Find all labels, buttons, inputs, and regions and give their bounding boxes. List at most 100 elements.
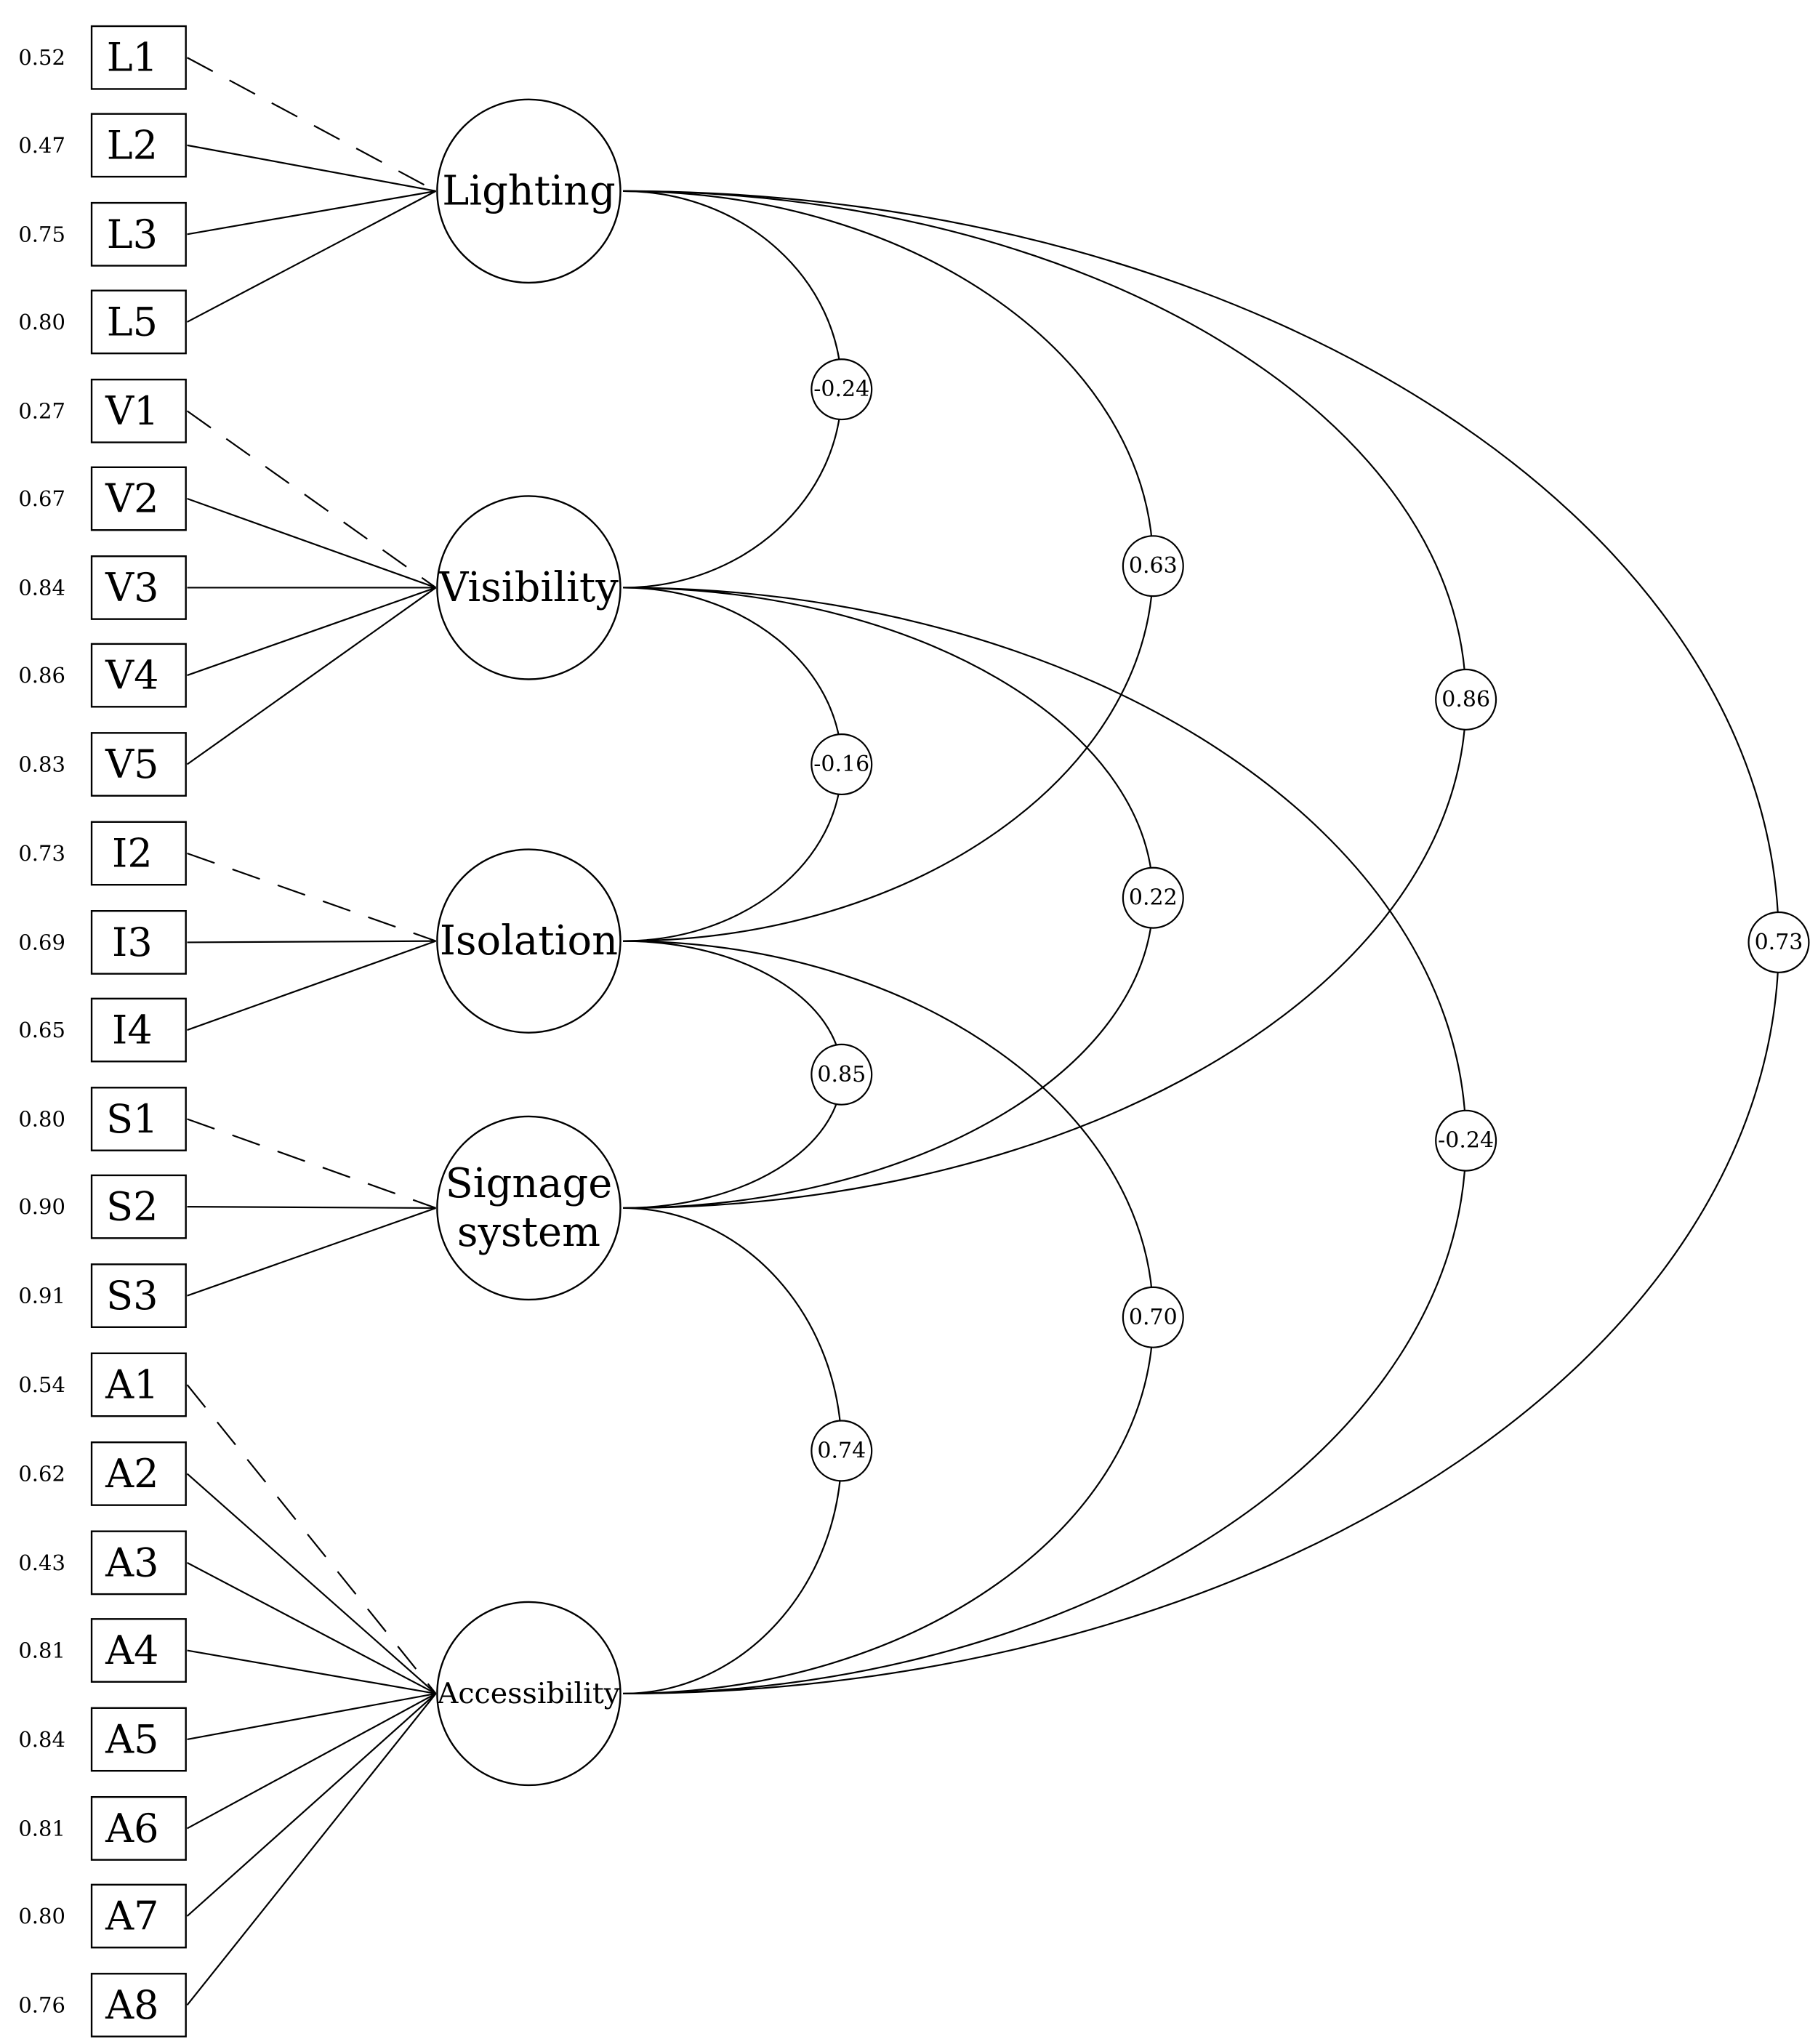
factor-label: Lighting xyxy=(442,167,615,214)
factor-nodes: LightingVisibilityIsolationSignagesystem… xyxy=(436,98,622,1787)
loading-value: 0.69 xyxy=(18,930,65,954)
indicator-box xyxy=(90,1352,187,1417)
indicator-label: V1 xyxy=(105,388,158,434)
indicator-box xyxy=(90,997,187,1063)
indicator-v1: V10.27 xyxy=(18,378,187,443)
indicator-box xyxy=(90,1618,187,1683)
correlation-arc-lighting-visibility xyxy=(623,190,842,589)
indicator-box xyxy=(90,910,187,975)
indicator-box xyxy=(90,1795,187,1861)
correlation-arc-lighting-signage xyxy=(623,190,1467,1210)
loading-path-a3 xyxy=(186,1561,437,1694)
indicator-box xyxy=(90,732,187,797)
loading-value: 0.73 xyxy=(18,841,65,866)
indicator-label: L5 xyxy=(107,299,158,345)
indicator-label: I3 xyxy=(112,920,153,965)
indicator-label: V4 xyxy=(105,653,158,699)
indicator-a4: A40.81 xyxy=(18,1618,187,1683)
loading-path-v2 xyxy=(187,497,436,589)
indicator-label: S1 xyxy=(106,1096,158,1142)
indicator-a1: A10.54 xyxy=(18,1352,187,1417)
indicator-label: A3 xyxy=(105,1540,158,1585)
indicator-label: A7 xyxy=(105,1894,158,1939)
loading-path-a5 xyxy=(187,1692,436,1741)
indicator-box xyxy=(90,643,187,708)
loading-path-l5 xyxy=(186,190,437,323)
loading-path-i3 xyxy=(187,940,436,943)
correlation-badge xyxy=(1435,668,1497,731)
indicator-box xyxy=(90,821,187,886)
correlation-isolation-accessibility: 0.70 xyxy=(1122,1286,1184,1348)
correlation-value: 0.22 xyxy=(1129,885,1178,911)
factor-label: Accessibility xyxy=(437,1677,621,1710)
loading-value: 0.80 xyxy=(18,1106,65,1131)
correlation-visibility-signage: 0.22 xyxy=(1122,866,1184,929)
loading-path-a1 xyxy=(186,1384,437,1694)
correlation-lighting-visibility: -0.24 xyxy=(811,358,873,421)
loading-path-l1 xyxy=(186,57,437,192)
correlation-signage-accessibility: 0.74 xyxy=(811,1420,873,1482)
correlation-arc-visibility-isolation xyxy=(623,587,842,942)
loading-value: 0.81 xyxy=(18,1816,65,1840)
indicator-label: I2 xyxy=(112,830,153,876)
indicator-label: A4 xyxy=(105,1627,158,1673)
loading-value: 0.52 xyxy=(18,45,65,70)
factor-circle xyxy=(436,98,622,284)
indicator-box xyxy=(90,113,187,178)
correlation-value: -0.24 xyxy=(1438,1128,1494,1154)
loading-value: 0.84 xyxy=(18,575,65,600)
indicator-box xyxy=(90,1707,187,1772)
factor-lighting: Lighting xyxy=(436,98,622,284)
factor-label: Signage xyxy=(446,1160,613,1207)
indicator-label: V3 xyxy=(105,565,158,611)
loading-path-a4 xyxy=(187,1649,436,1695)
loading-path-a2 xyxy=(186,1473,437,1694)
indicator-i2: I2 0.73 xyxy=(18,821,187,886)
loading-value: 0.75 xyxy=(18,222,65,246)
indicator-label: V5 xyxy=(105,741,158,787)
loading-path-v1 xyxy=(186,410,437,589)
loading-paths xyxy=(186,57,437,2006)
correlation-value: 0.70 xyxy=(1129,1305,1178,1330)
correlation-badge xyxy=(1747,911,1810,973)
indicator-box xyxy=(90,1883,187,1949)
correlation-arc-visibility-signage xyxy=(623,587,1154,1210)
correlation-badge xyxy=(1435,1109,1497,1172)
loading-value: 0.83 xyxy=(18,752,65,777)
correlation-lighting-accessibility: 0.73 xyxy=(1747,911,1810,973)
indicator-label: A8 xyxy=(105,1982,158,2028)
indicator-a2: A20.62 xyxy=(18,1441,187,1506)
loading-path-l2 xyxy=(187,144,436,192)
indicator-box xyxy=(90,1441,187,1506)
loading-value: 0.54 xyxy=(18,1372,65,1397)
indicator-a8: A8 0.76 xyxy=(18,1973,187,2037)
factor-visibility: Visibility xyxy=(436,495,622,680)
loading-path-i2 xyxy=(187,852,436,942)
indicator-box xyxy=(90,289,187,355)
indicator-s3: S3 0.91 xyxy=(18,1263,187,1328)
indicator-v5: V5 0.83 xyxy=(18,732,187,797)
indicator-label: S3 xyxy=(106,1273,158,1319)
correlation-arc-isolation-signage xyxy=(623,940,842,1210)
correlation-badge xyxy=(811,733,873,796)
correlation-value: 0.73 xyxy=(1755,930,1803,955)
correlation-lighting-isolation: 0.63 xyxy=(1122,535,1184,597)
indicator-l2: L20.47 xyxy=(18,113,187,178)
loading-value: 0.91 xyxy=(18,1284,65,1308)
loading-value: 0.47 xyxy=(18,133,65,158)
loading-value: 0.84 xyxy=(18,1727,65,1752)
factor-accessibility: Accessibility xyxy=(436,1601,622,1787)
factor-circle xyxy=(436,1115,622,1301)
factor-label: Isolation xyxy=(440,917,618,965)
indicator-box xyxy=(90,1530,187,1596)
loading-path-i4 xyxy=(187,940,436,1031)
indicator-box xyxy=(90,1263,187,1328)
loading-path-s2 xyxy=(187,1206,436,1210)
loading-path-l3 xyxy=(187,190,436,236)
factor-circle xyxy=(436,848,622,1034)
loading-value: 0.76 xyxy=(18,1992,65,2017)
indicator-box xyxy=(90,378,187,443)
indicator-label: S2 xyxy=(106,1184,158,1230)
loading-value: 0.65 xyxy=(18,1018,65,1042)
loading-path-v4 xyxy=(187,587,436,677)
